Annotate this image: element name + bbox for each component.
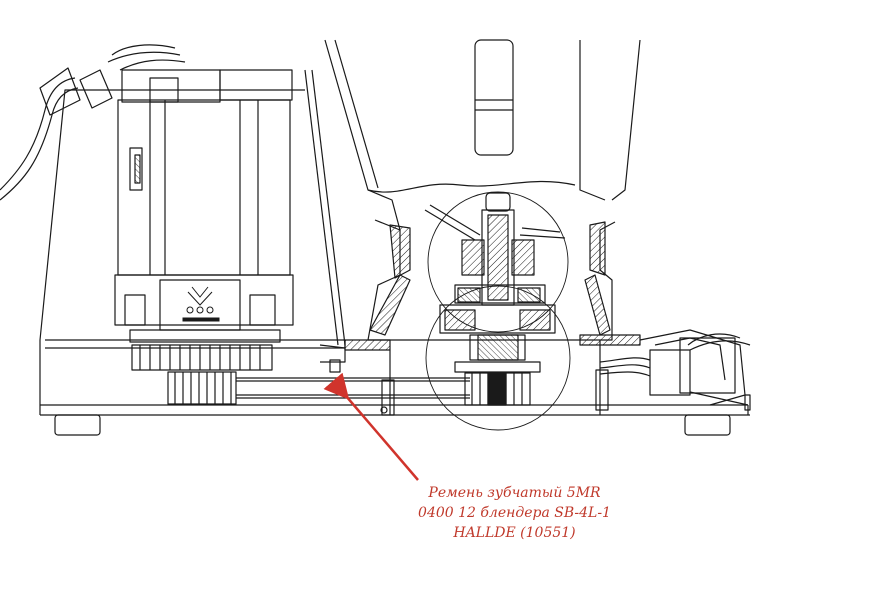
motor-logo bbox=[182, 286, 220, 322]
jar-hatched-walls bbox=[344, 221, 641, 351]
annotation-line-2: 0400 12 блендера SB-4L-1 bbox=[418, 505, 611, 521]
annotation-line-1: Ремень зубчатый 5MR bbox=[428, 485, 601, 501]
jar-pulley bbox=[454, 361, 541, 406]
power-cable bbox=[0, 44, 186, 201]
support-posts bbox=[380, 340, 609, 416]
annotation-line-3: HALLDE (10551) bbox=[453, 525, 576, 541]
electrical-connector bbox=[599, 329, 751, 411]
blade-assembly bbox=[424, 192, 566, 361]
motor bbox=[114, 69, 294, 343]
annotation-label: Ремень зубчатый 5MR 0400 12 блендера SB-… bbox=[382, 483, 647, 543]
base-plate bbox=[45, 339, 731, 436]
toothed-belt bbox=[236, 377, 470, 399]
annotation-arrow bbox=[323, 372, 419, 481]
belt-tensioner bbox=[319, 344, 346, 373]
motor-pulley bbox=[131, 344, 273, 405]
